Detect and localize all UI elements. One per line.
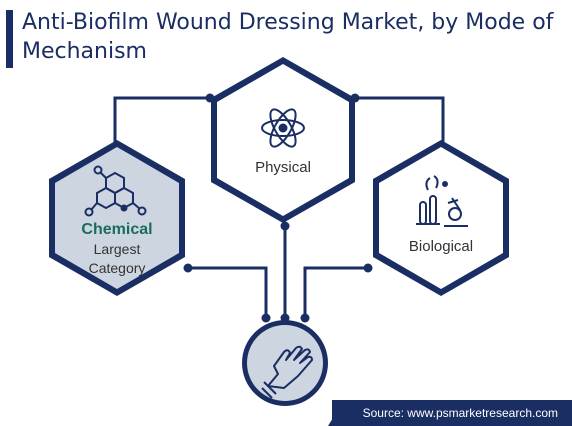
glove-icon [261, 345, 313, 399]
biological-label: Biological [408, 238, 474, 255]
connector-physical-biological [355, 96, 445, 143]
connector-chemical-physical [113, 96, 210, 143]
hexagon-chemical [49, 140, 185, 296]
source-credit: Source: www.psmarketresearch.com [332, 400, 572, 426]
lab-icon [416, 175, 468, 227]
title-accent-bar [6, 10, 13, 68]
atom-icon [261, 108, 305, 148]
hexagon-biological [373, 140, 509, 296]
chemical-sub-line1: Largest [93, 241, 141, 257]
physical-label: Physical [255, 159, 311, 176]
chemical-label: Chemical [81, 221, 153, 238]
molecule-icon [84, 165, 147, 217]
connector-chemical-glove [188, 266, 268, 318]
chemical-sub-line2: Category [88, 260, 146, 276]
page-title: Anti-Biofilm Wound Dressing Market, by M… [22, 10, 554, 64]
glove-node [242, 320, 328, 406]
connector-lines [113, 96, 445, 318]
connector-biological-glove [303, 266, 368, 318]
